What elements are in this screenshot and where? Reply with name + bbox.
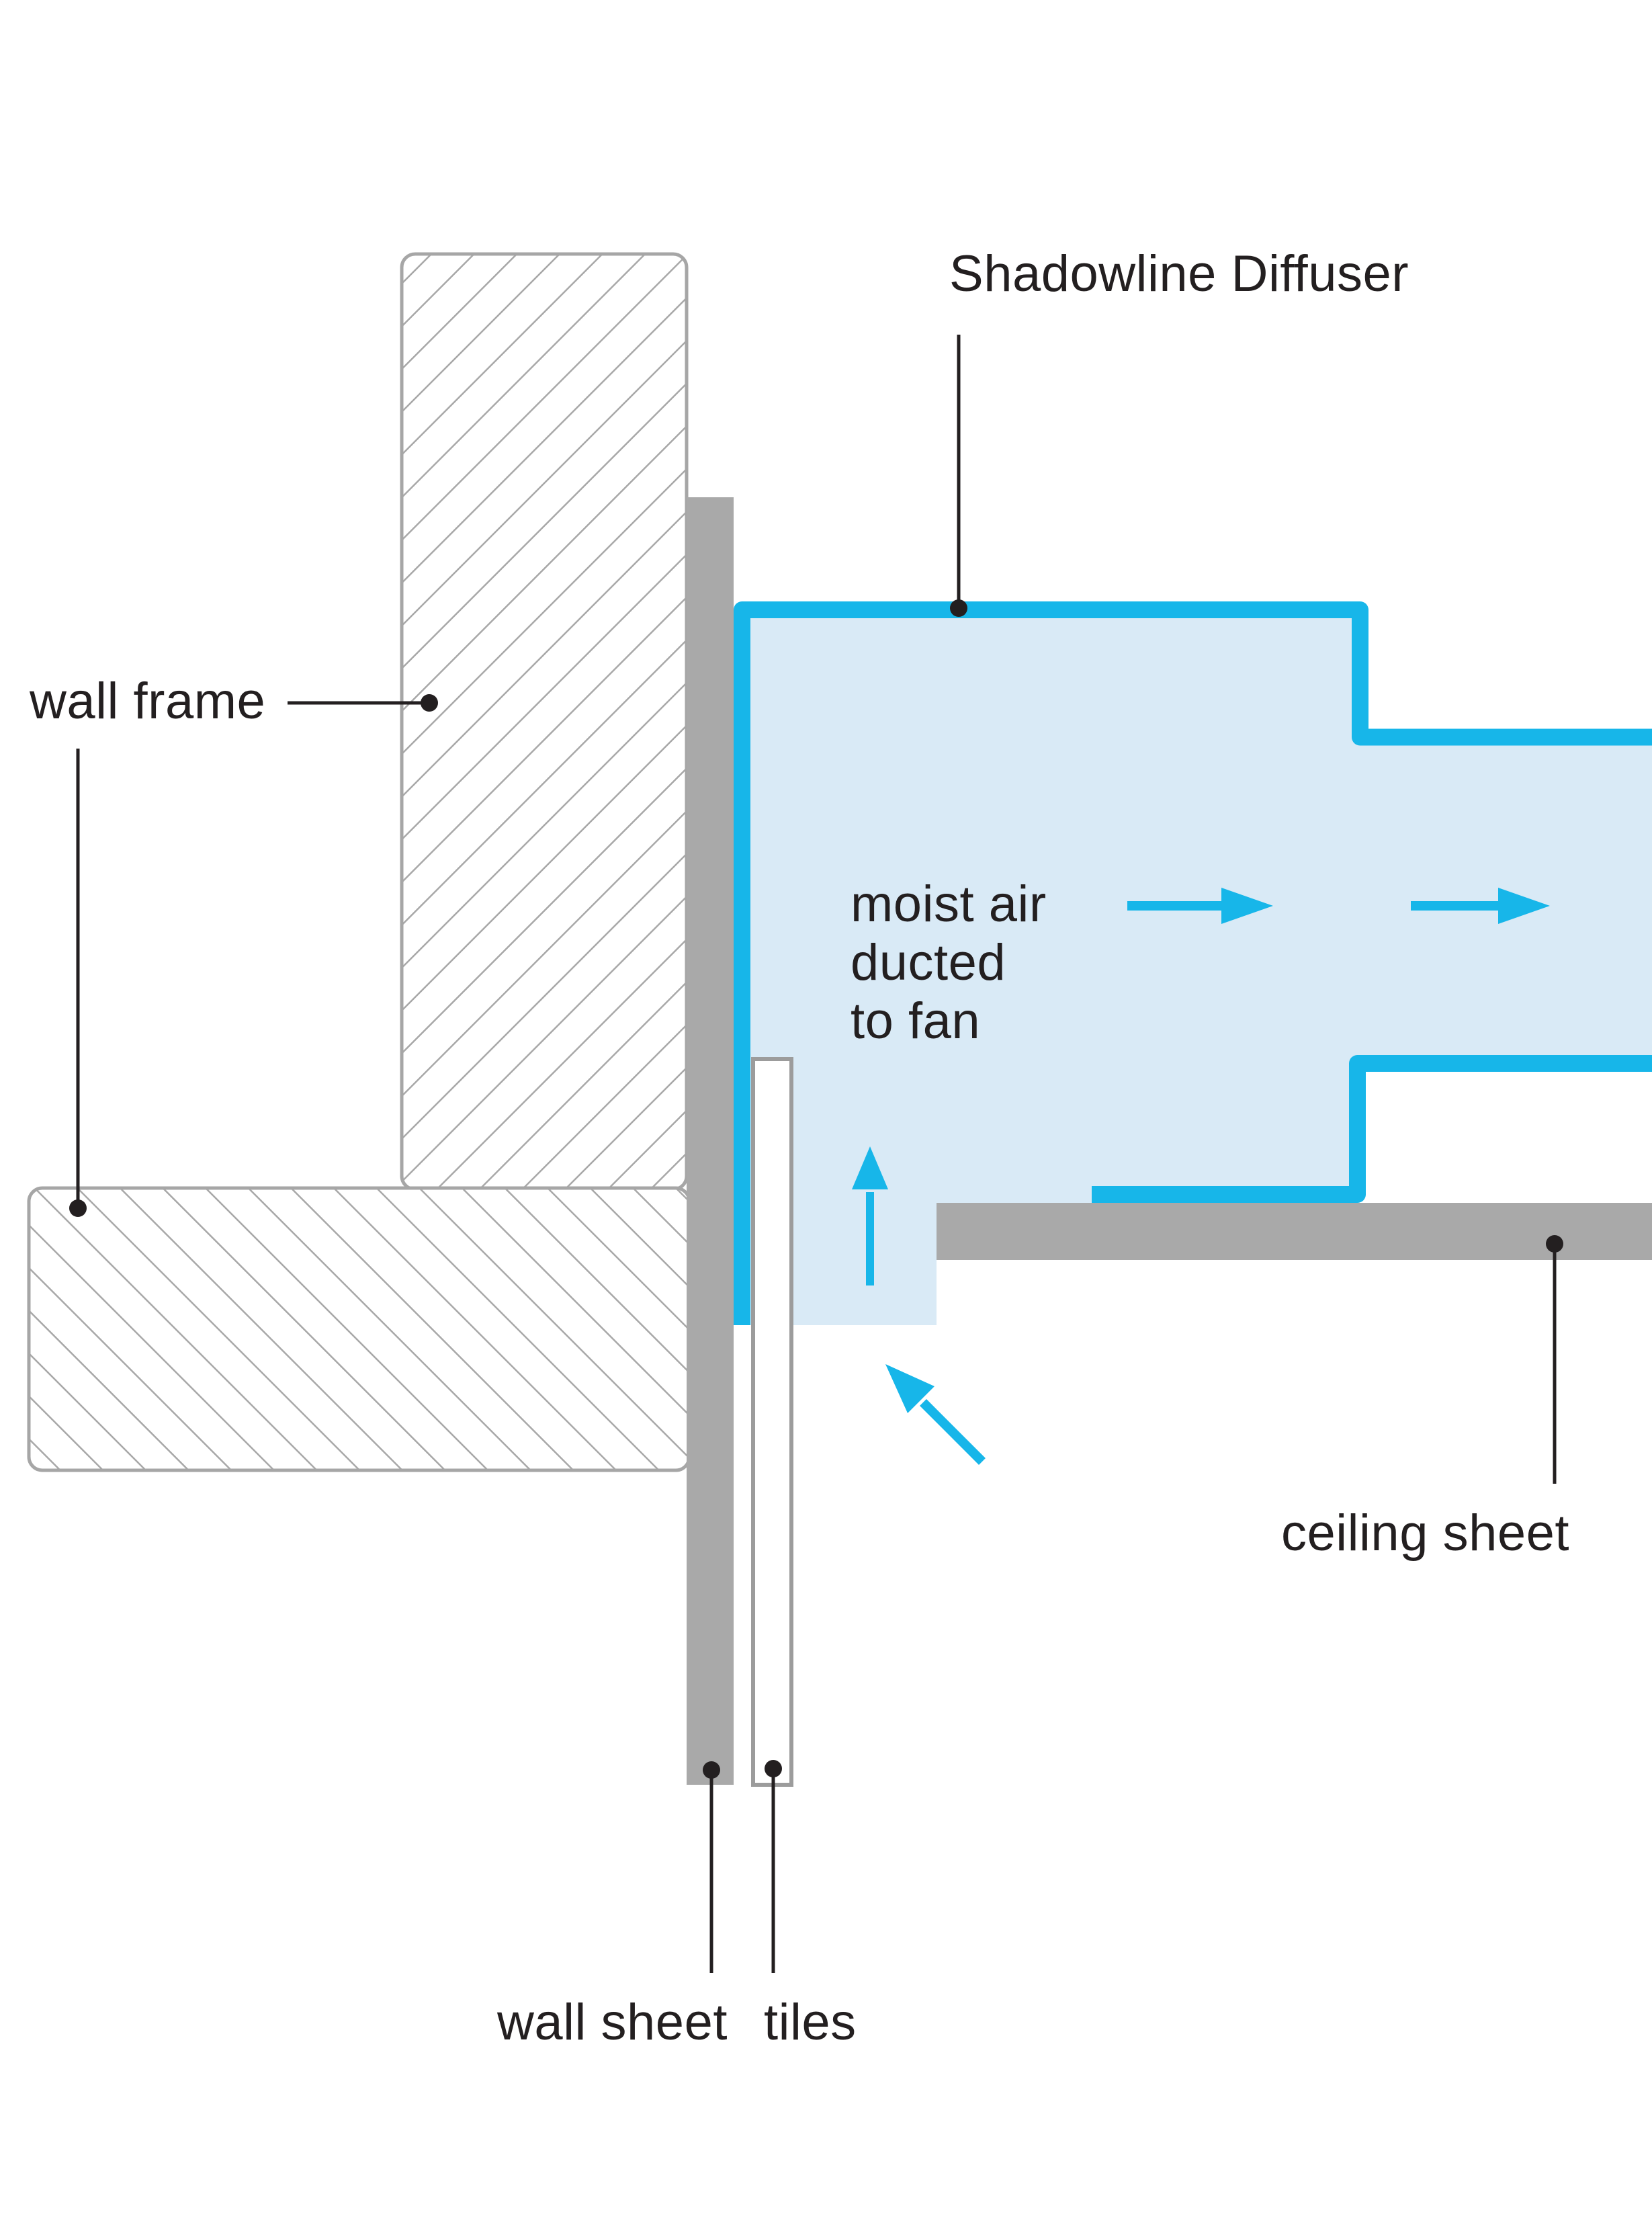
shadowline-diffuser-label: Shadowline Diffuser xyxy=(949,245,1409,302)
ceiling-sheet-label: ceiling sheet xyxy=(1281,1505,1569,1562)
diffuser-top-left-border xyxy=(734,601,1652,1325)
moist-air-label-line3: to fan xyxy=(851,993,981,1050)
wall-frame-plate xyxy=(27,1186,691,1472)
wall-frame-label: wall frame xyxy=(30,673,266,730)
ceiling-sheet xyxy=(937,1203,1652,1260)
moist-air-label-line1: moist air xyxy=(851,876,1047,933)
leader-dot-wall-frame-stud xyxy=(421,694,438,712)
airflow-arrow-up-icon xyxy=(852,1146,888,1285)
tiles-strip xyxy=(751,1057,793,1787)
leader-dot-tiles xyxy=(765,1760,782,1777)
tiles-label: tiles xyxy=(764,1994,857,2051)
wall-sheet xyxy=(687,497,734,1785)
diffuser-bottom-border-flange xyxy=(1092,1055,1652,1203)
leader-dot-wall-sheet xyxy=(703,1761,720,1779)
leader-dot-shadowline-diffuser xyxy=(950,599,967,617)
airflow-arrow-right-1-icon xyxy=(1127,888,1273,924)
airflow-arrow-diagonal-icon xyxy=(885,1364,986,1465)
wall-sheet-label: wall sheet xyxy=(497,1994,728,2051)
leader-dot-wall-frame-plate xyxy=(69,1199,87,1217)
duct-air-cavity xyxy=(742,609,1652,1325)
wall-frame-stud xyxy=(400,252,689,1191)
moist-air-label-line2: ducted xyxy=(851,934,1006,991)
airflow-arrow-right-2-icon xyxy=(1411,888,1550,924)
moist-air-label: moist air ducted to fan xyxy=(851,875,1047,1050)
leader-dot-ceiling-sheet xyxy=(1546,1235,1563,1253)
